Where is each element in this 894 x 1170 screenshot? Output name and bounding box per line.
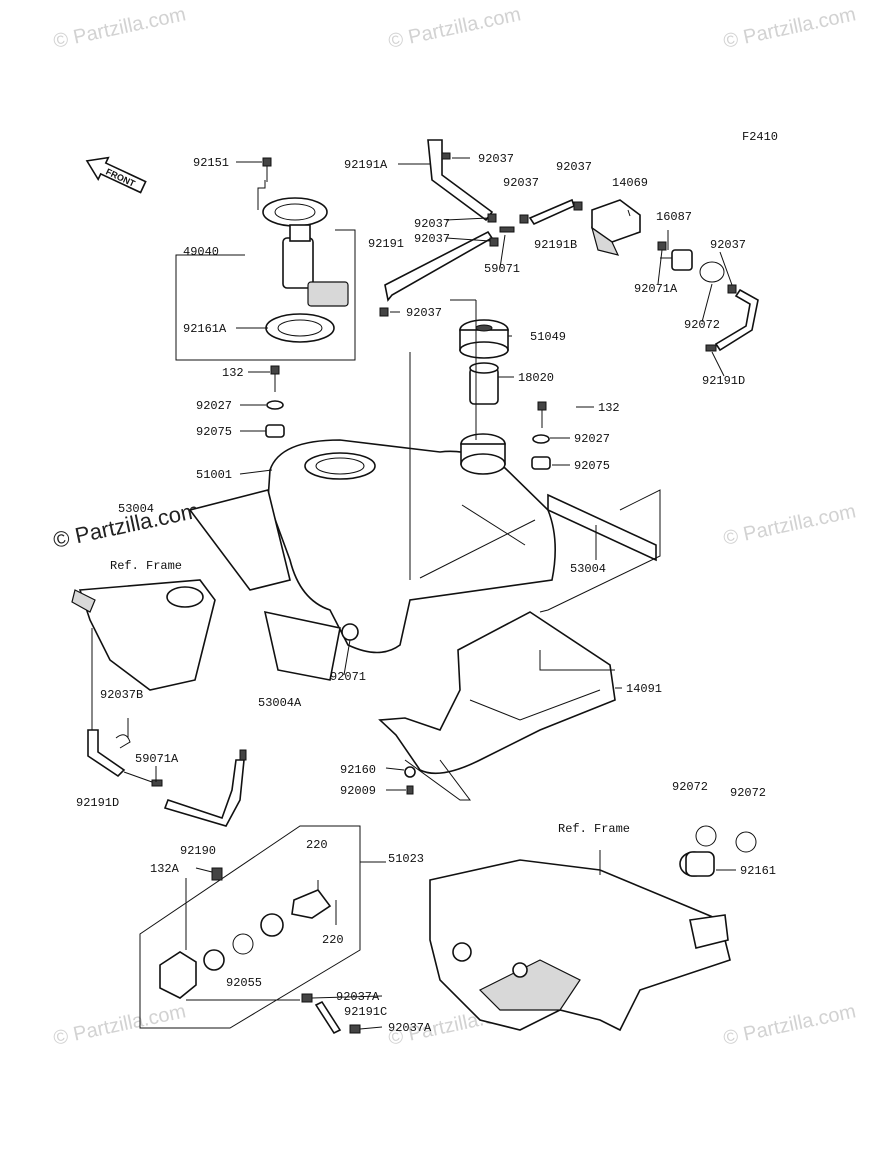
- part-label-92071A[interactable]: 92071A: [634, 282, 678, 296]
- fuel-cap: [459, 319, 509, 359]
- fuel-hose-92191D-right: [714, 288, 759, 352]
- watermark: © Partzilla.com: [721, 500, 857, 550]
- part-label-92190[interactable]: 92190: [180, 844, 216, 858]
- rear-frame-ref: [429, 850, 731, 1032]
- part-label-53004-right[interactable]: 53004: [570, 562, 606, 576]
- part-label-92037-6[interactable]: 92037: [710, 238, 746, 252]
- fuel-tank: [267, 433, 556, 654]
- fuel-hose-92191A: [427, 139, 494, 222]
- part-label-92191[interactable]: 92191: [368, 237, 404, 251]
- part-label-92037A-a[interactable]: 92037A: [336, 990, 380, 1004]
- part-label-92027-a[interactable]: 92027: [196, 399, 232, 413]
- part-label-220-b[interactable]: 220: [322, 933, 344, 947]
- part-label-92191A[interactable]: 92191A: [344, 158, 388, 172]
- part-label-92191B[interactable]: 92191B: [534, 238, 577, 252]
- part-label-92072-c[interactable]: 92072: [730, 786, 766, 800]
- part-label-92037-2[interactable]: 92037: [503, 176, 539, 190]
- front-arrow-icon: FRONT: [85, 156, 147, 194]
- part-label-92037-4[interactable]: 92037: [414, 217, 450, 231]
- part-label-ref-frame-2[interactable]: Ref. Frame: [558, 822, 630, 836]
- part-label-49040[interactable]: 49040: [183, 245, 219, 259]
- part-label-92037B[interactable]: 92037B: [100, 688, 143, 702]
- part-label-132-a[interactable]: 132: [222, 366, 244, 380]
- part-label-92160[interactable]: 92160: [340, 763, 376, 777]
- part-label-92037-5[interactable]: 92037: [414, 232, 450, 246]
- part-label-132-b[interactable]: 132: [598, 401, 620, 415]
- fuel-strainer: [469, 362, 499, 405]
- part-label-ref-frame-1[interactable]: Ref. Frame: [110, 559, 182, 573]
- grommet-92161: [679, 825, 757, 877]
- part-label-92072-b[interactable]: 92072: [672, 780, 708, 794]
- fuel-pump-14069: [590, 199, 641, 256]
- part-label-92037-3[interactable]: 92037: [556, 160, 592, 174]
- hose-clamps: [379, 152, 737, 352]
- part-label-92072-a[interactable]: 92072: [684, 318, 720, 332]
- mount-hardware: [265, 365, 551, 795]
- fuel-cock-assembly: [139, 825, 386, 1035]
- tank-pad-53004A: [263, 610, 341, 681]
- part-label-92037-7[interactable]: 92037: [406, 306, 442, 320]
- part-label-51023[interactable]: 51023: [388, 852, 424, 866]
- part-label-92009[interactable]: 92009: [340, 784, 376, 798]
- clamp-92072: [699, 261, 725, 283]
- fuel-hose-92191B: [528, 198, 575, 226]
- part-label-51001[interactable]: 51001: [196, 468, 232, 482]
- watermark: © Partzilla.com: [721, 1000, 857, 1050]
- part-label-92027-b[interactable]: 92027: [574, 432, 610, 446]
- part-label-53004A[interactable]: 53004A: [258, 696, 302, 710]
- front-frame-ref: [71, 579, 216, 691]
- part-label-92191D-right[interactable]: 92191D: [702, 374, 745, 388]
- part-label-92161A[interactable]: 92161A: [183, 322, 227, 336]
- part-label-92161[interactable]: 92161: [740, 864, 776, 878]
- fuel-hose-92191: [384, 230, 494, 302]
- part-label-53004-top[interactable]: 53004: [118, 502, 154, 516]
- part-label-92151[interactable]: 92151: [193, 156, 229, 170]
- part-label-132A[interactable]: 132A: [150, 862, 180, 876]
- tank-cover: [378, 611, 616, 801]
- fuel-pump-assembly: [175, 157, 356, 361]
- part-label-92075-b[interactable]: 92075: [574, 459, 610, 473]
- part-label-92037A-b[interactable]: 92037A: [388, 1021, 432, 1035]
- part-label-14069[interactable]: 14069: [612, 176, 648, 190]
- part-label-F2410[interactable]: F2410: [742, 130, 778, 144]
- watermark: © Partzilla.com: [51, 1000, 187, 1050]
- part-label-16087[interactable]: 16087: [656, 210, 692, 224]
- watermark: © Partzilla.com: [721, 3, 857, 53]
- part-label-14091[interactable]: 14091: [626, 682, 662, 696]
- fuel-hoses-left: [87, 628, 247, 827]
- part-labels: 921514904092161A13292027920755100153004R…: [76, 130, 778, 1035]
- part-label-220-a[interactable]: 220: [306, 838, 328, 852]
- part-label-92075-a[interactable]: 92075: [196, 425, 232, 439]
- part-label-59071[interactable]: 59071: [484, 262, 520, 276]
- part-label-18020[interactable]: 18020: [518, 371, 554, 385]
- part-label-92055[interactable]: 92055: [226, 976, 262, 990]
- watermark: © Partzilla.com: [386, 3, 522, 53]
- leader-lines: [127, 157, 736, 1030]
- watermark: © Partzilla.com: [51, 3, 187, 53]
- part-label-92071[interactable]: 92071: [330, 670, 366, 684]
- tank-pad-left: [188, 489, 291, 591]
- part-label-92191D-left[interactable]: 92191D: [76, 796, 119, 810]
- part-label-92037-1[interactable]: 92037: [478, 152, 514, 166]
- tank-pad-right: [547, 493, 657, 562]
- fuel-filter-16087: [660, 249, 693, 271]
- part-label-51049[interactable]: 51049: [530, 330, 566, 344]
- part-label-59071A[interactable]: 59071A: [135, 752, 179, 766]
- part-label-92191C[interactable]: 92191C: [344, 1005, 387, 1019]
